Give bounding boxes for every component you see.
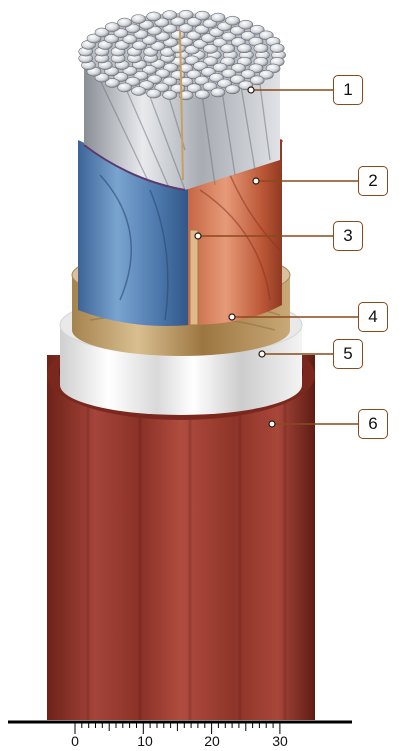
callout-4: 4 [358, 302, 388, 332]
conductor-strand [105, 23, 119, 32]
conductor-strand [270, 44, 284, 53]
filler-strand [190, 230, 198, 325]
aluminium-conductor [79, 10, 286, 190]
conductor-strand [226, 85, 240, 94]
conductor-strand [237, 44, 251, 53]
conductor-strand [195, 11, 209, 20]
conductor-strand [147, 89, 161, 98]
conductor-strand [132, 15, 146, 24]
conductor-strand [147, 12, 161, 21]
callout-5: 5 [333, 339, 363, 369]
conductor-strand [221, 44, 235, 53]
conductor-strand [163, 11, 177, 20]
scale-label-30: 30 [272, 733, 288, 749]
conductor-strand [118, 18, 132, 27]
scale-label-20: 20 [204, 733, 220, 749]
conductor-strand [118, 83, 132, 92]
conductor-strand [211, 88, 225, 97]
conductor-strand [254, 44, 268, 53]
callout-6: 6 [358, 409, 388, 439]
scale-label-10: 10 [137, 733, 153, 749]
scale-bar [8, 722, 352, 734]
conductor-strand [163, 91, 177, 100]
conductor-strand [226, 16, 240, 25]
callout-2: 2 [358, 166, 388, 196]
conductor-strand [132, 87, 146, 96]
conductor-strand [195, 90, 209, 99]
callout-3: 3 [333, 221, 363, 251]
callout-1: 1 [333, 75, 363, 105]
conductor-strand [211, 13, 225, 22]
scale-label-0: 0 [71, 733, 79, 749]
conductor-strand [179, 10, 193, 19]
